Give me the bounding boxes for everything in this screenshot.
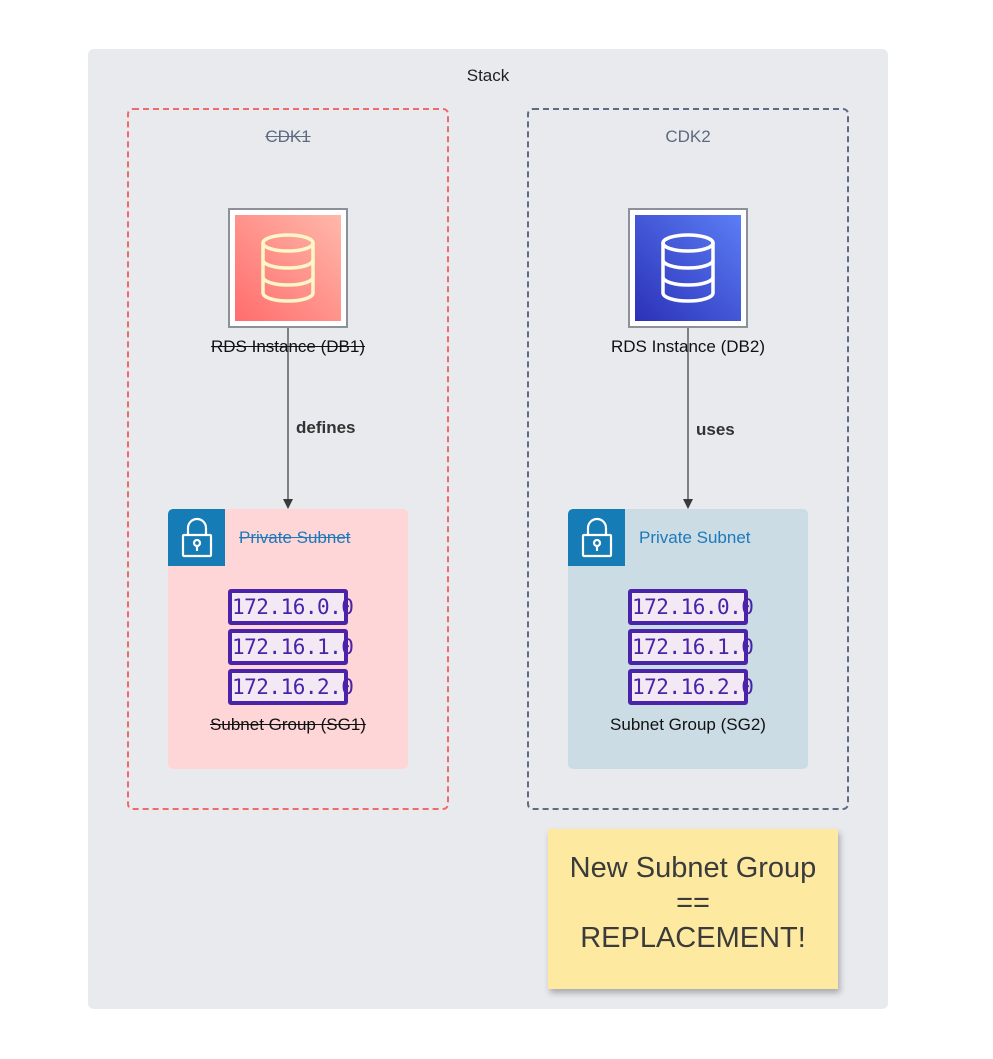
lock-icon	[181, 517, 213, 558]
lock-badge	[568, 509, 625, 566]
note-line-2: ==	[676, 887, 710, 919]
ip-range-box: 172.16.0.0	[228, 589, 354, 625]
cdk2-container	[527, 108, 849, 810]
rds-instance-db2[interactable]	[628, 208, 748, 328]
subnet-title: Private Subnet	[639, 528, 751, 547]
lock-badge	[168, 509, 225, 566]
ip-range-box: 172.16.1.0	[628, 629, 754, 665]
subnet-title: Private Subnet	[239, 528, 351, 547]
ip-range-box: 172.16.2.0	[628, 669, 754, 705]
database-icon	[261, 233, 315, 303]
cdk1-container	[127, 108, 449, 810]
stack-title: Stack	[466, 66, 510, 85]
database-icon	[661, 233, 715, 303]
subnet-group-label: Subnet Group (SG2)	[610, 715, 766, 734]
uses-label: uses	[696, 420, 735, 439]
note-line-3: REPLACEMENT!	[580, 922, 806, 954]
private-subnet-sg1[interactable]: Private Subnet 172.16.0.0 172.16.1.0 172…	[168, 509, 408, 769]
sticky-note[interactable]: New Subnet Group == REPLACEMENT!	[548, 829, 838, 989]
note-line-1: New Subnet Group	[569, 852, 817, 884]
lock-icon	[581, 517, 613, 558]
subnet-group-label: Subnet Group (SG1)	[210, 715, 366, 734]
rds-instance-db1[interactable]	[228, 208, 348, 328]
cdk1-label: CDK1	[265, 127, 311, 146]
private-subnet-sg2[interactable]: Private Subnet 172.16.0.0 172.16.1.0 172…	[568, 509, 808, 769]
ip-range-box: 172.16.2.0	[228, 669, 354, 705]
cdk2-label: CDK2	[665, 127, 711, 146]
defines-label: defines	[296, 418, 356, 437]
ip-range-box: 172.16.1.0	[228, 629, 354, 665]
ip-range-box: 172.16.0.0	[628, 589, 754, 625]
